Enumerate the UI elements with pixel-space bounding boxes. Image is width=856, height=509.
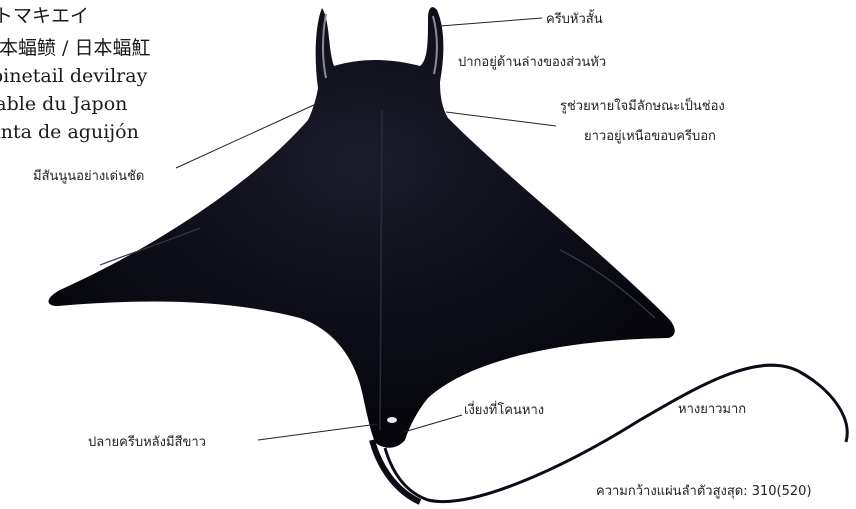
- ray-tail: [385, 365, 847, 501]
- name-chinese: 日本蝠鲼 / 日本蝠魟: [0, 37, 150, 59]
- label-white-dorsal-tip: ปลายครีบหลังมีสีขาว: [88, 434, 206, 450]
- leader-dorsal-tip: [258, 424, 378, 440]
- label-gill-slits-2: ยาวอยู่เหนือขอบครีบอก: [584, 128, 716, 144]
- name-spanish: Manta de aguijón: [0, 121, 139, 143]
- white-dorsal-tip-mark: [387, 417, 397, 423]
- label-mouth-underside: ปากอยู่ด้านล่างของส่วนหัว: [458, 55, 606, 70]
- name-french: Diable du Japon: [0, 93, 127, 115]
- label-prominent-ridge: มีสันนูนอย่างเด่นชัด: [33, 168, 144, 184]
- label-tail-spine: เงี่ยงที่โคนหาง: [464, 401, 544, 418]
- leader-gill-slits: [446, 112, 556, 126]
- leader-head-fins: [440, 18, 542, 26]
- label-short-head-fins: ครีบหัวสั้น: [546, 9, 603, 27]
- name-japanese: トマキエイ: [0, 5, 89, 27]
- species-names: トマキエイ 日本蝠鲼 / 日本蝠魟 Spinetail devilray Dia…: [0, 5, 150, 143]
- label-long-tail: หางยาวมาก: [678, 402, 746, 417]
- label-max-disc-width: ความกว้างแผ่นลำตัวสูงสุด: 310(520): [596, 484, 812, 499]
- label-gill-slits: รูช่วยหายใจมีลักษณะเป็นช่อง: [560, 96, 725, 114]
- name-english: Spinetail devilray: [0, 65, 148, 87]
